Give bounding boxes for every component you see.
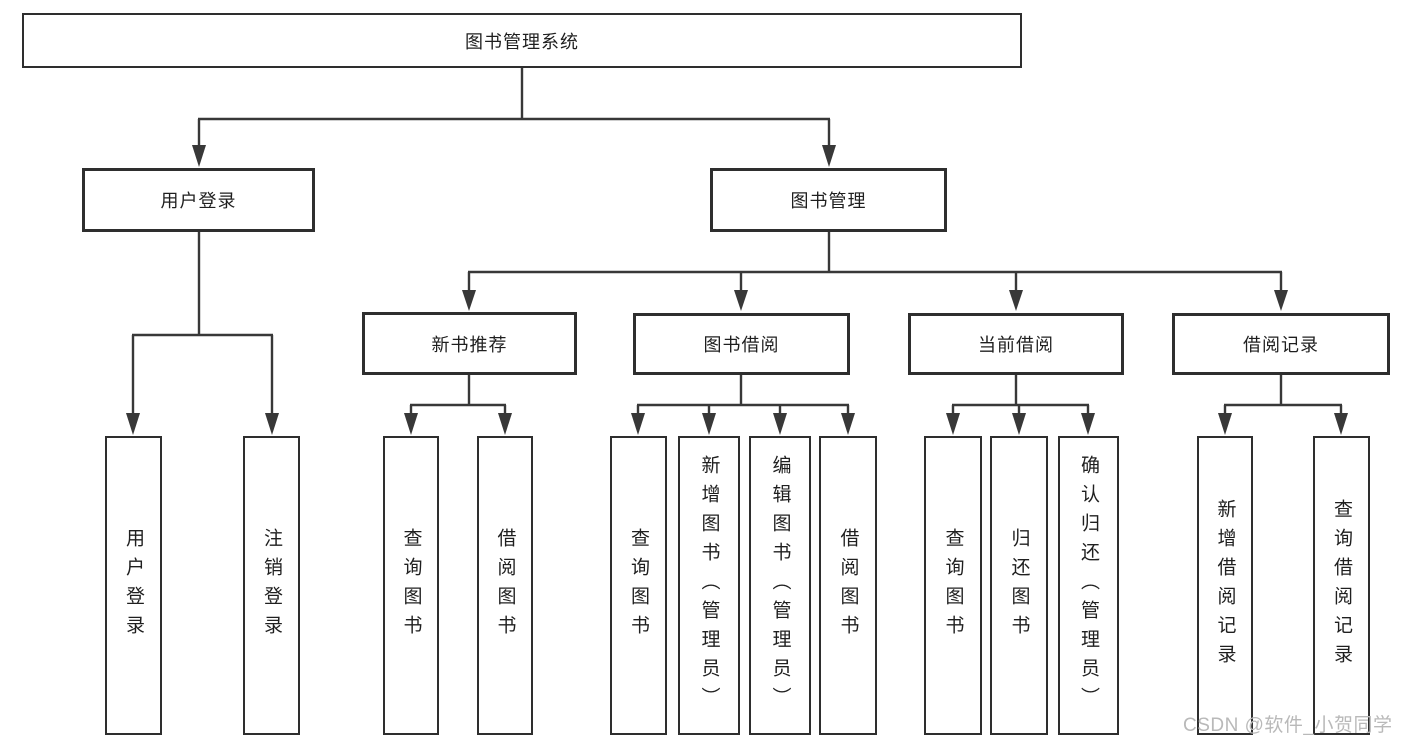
node-borrowing-records: 借阅记录 [1172,313,1390,375]
watermark: CSDN @软件_小贺同学 [1183,715,1393,736]
leaf-borrow-books: 借阅图书 [477,436,533,735]
arrow-down-icon [1334,413,1348,435]
leaf-confirm-return-admin: 确认归还（管理员） [1058,436,1119,735]
arrow-down-icon [404,413,418,435]
arrow-down-icon [1218,413,1232,435]
arrow-down-icon [841,413,855,435]
arrow-down-icon [1009,290,1023,311]
arrow-down-icon [946,413,960,435]
arrow-down-icon [702,413,716,435]
arrow-down-icon [631,413,645,435]
node-book-management: 图书管理 [710,168,947,232]
arrow-down-icon [1012,413,1026,435]
leaf-return-books: 归还图书 [990,436,1048,735]
leaf-edit-books-admin: 编辑图书（管理员） [749,436,811,735]
leaf-query-books: 查询图书 [924,436,982,735]
arrow-down-icon [126,413,140,435]
leaf-query-borrow-record: 查询借阅记录 [1313,436,1370,735]
node-current-borrowing: 当前借阅 [908,313,1124,375]
arrow-down-icon [265,413,279,435]
arrow-down-icon [192,145,206,167]
arrow-down-icon [1081,413,1095,435]
arrow-down-icon [1274,290,1288,311]
leaf-add-books-admin: 新增图书（管理员） [678,436,740,735]
leaf-borrow-books: 借阅图书 [819,436,877,735]
leaf-add-borrow-record: 新增借阅记录 [1197,436,1253,735]
leaf-query-books: 查询图书 [383,436,439,735]
leaf-user-login: 用户登录 [105,436,162,735]
connector-lines [131,67,1343,415]
node-new-book-recommendation: 新书推荐 [362,312,577,375]
arrow-down-icon [462,290,476,311]
leaf-query-books: 查询图书 [610,436,667,735]
node-user-login: 用户登录 [82,168,315,232]
arrow-down-icon [734,290,748,311]
arrow-down-icon [822,145,836,167]
node-library-management-system: 图书管理系统 [22,13,1022,68]
node-book-borrowing: 图书借阅 [633,313,850,375]
arrow-down-icon [773,413,787,435]
arrow-down-icon [498,413,512,435]
leaf-logout: 注销登录 [243,436,300,735]
